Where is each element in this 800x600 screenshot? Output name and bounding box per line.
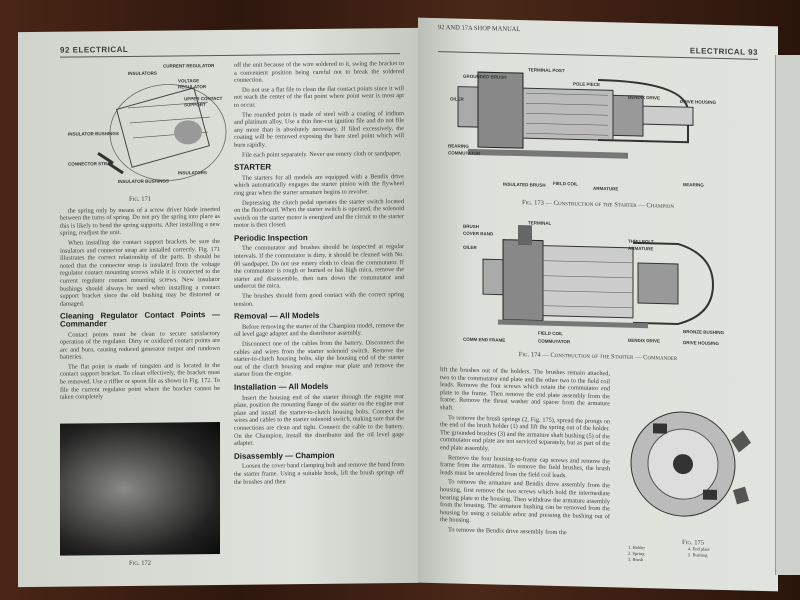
paragraph: To remove the brush springs (2, Fig. 175…	[440, 413, 610, 453]
fig-label: Connector Strap	[68, 161, 114, 167]
fig-label: Oiler	[450, 96, 464, 102]
fig-label: Cover Band	[463, 230, 494, 237]
fig-label: Bendix Drive	[628, 94, 661, 101]
legend-item: 5. Bushing	[688, 552, 708, 558]
fig-label: Insulated Brush	[503, 181, 546, 188]
paragraph: Contact points must be clean to secure s…	[60, 329, 220, 361]
fig-label: Current Regulator	[163, 63, 215, 69]
fig-label: Terminal Post	[528, 67, 565, 74]
fig-173-caption: Fig. 173 — Construction of the Starter —…	[521, 199, 675, 210]
section-heading: Periodic Inspection	[234, 232, 308, 243]
paragraph: lift the brushes out of the holders. The…	[440, 366, 610, 412]
fig-label: Insulators	[128, 70, 157, 76]
right-column: off the unit because of the wire soldere…	[234, 60, 404, 488]
paragraph: Insert the housing end of the starter th…	[234, 392, 404, 447]
section-heading: Cleaning Regulator Contact Points — Comm…	[60, 310, 220, 329]
page-edges	[775, 55, 800, 575]
fig-label: Voltage Regulator	[178, 78, 207, 89]
fig-label: Insulator Bushings	[118, 178, 169, 185]
paragraph: the spring only by means of a screw driv…	[60, 205, 220, 238]
fig-label: Insulator Bushings	[68, 131, 119, 137]
paragraph: The brushes should form good contact wit…	[234, 291, 404, 308]
fig-172-photo	[60, 421, 220, 556]
paragraph: Remove the four housing-to-frame cap scr…	[440, 453, 610, 479]
paragraph: The flat point is made of tungsten and i…	[60, 361, 220, 401]
paragraph: When installing the contact support brac…	[60, 237, 220, 308]
paragraph: off the unit because of the wire soldere…	[234, 60, 404, 85]
legend-item: 3. Brush	[628, 556, 644, 563]
left-page: 92 ELECTRICAL Insulators Current Regulat…	[18, 27, 418, 588]
fig-label: Oiler	[463, 244, 477, 251]
legend-item: 4. End plate	[688, 546, 710, 552]
fig-172-caption: Fig. 172	[129, 559, 151, 567]
fig-label: Pole Piece	[573, 81, 601, 88]
legend-item: 2. Spring	[628, 550, 645, 557]
fig-label: Armature	[593, 185, 619, 192]
paragraph: The rounded point is made of steel with …	[234, 109, 404, 149]
paragraph: Loosen the cover band clamping bolt and …	[234, 461, 404, 486]
paragraph: To remove the armature and Bendix drive …	[440, 478, 610, 525]
fig-label: Grounded Brush	[463, 73, 507, 80]
paragraph: To remove the Bendix drive assembly from…	[448, 526, 567, 537]
paragraph: Before removing the starter of the Champ…	[234, 321, 404, 339]
fig-label: Field Coil	[553, 180, 578, 187]
paragraph: The commutator and brushes should be ins…	[234, 243, 404, 291]
paragraph: Disconnect one of the cables from the ba…	[234, 339, 404, 379]
section-heading: Removal — All Models	[234, 311, 320, 322]
fig-label: Comm End Frame	[463, 336, 506, 343]
page-header: 92 ELECTRICAL	[60, 42, 400, 58]
fig-174-caption: Fig. 174 — Construction of the Starter —…	[518, 351, 678, 362]
section-heading: STARTER	[234, 162, 272, 172]
paragraph: File each point separately. Never use em…	[242, 149, 402, 159]
fig-label: Bendix Drive	[628, 337, 661, 344]
text-column: lift the brushes out of the holders. The…	[440, 366, 610, 540]
fig-175-brush-holder	[630, 411, 751, 517]
fig-171-regulator-diagram	[97, 84, 227, 181]
paragraph: The starters for all models are equipped…	[234, 172, 404, 197]
fig-label: Armature	[628, 245, 654, 252]
fig-label: Bronze Bushing	[683, 329, 725, 336]
fig-label: Bearing	[683, 182, 704, 188]
fig-173-starter-champion	[457, 71, 694, 159]
section-heading: Disassembly — Champion	[234, 450, 335, 461]
fig-label: Commutator	[538, 338, 571, 345]
paragraph: Depressing the clutch pedal operates the…	[234, 197, 404, 230]
paragraph: Do not use a flat file to clean the flat…	[234, 84, 404, 109]
fig-label: Field Coil	[538, 330, 563, 337]
running-header: 92 AND 17A SHOP MANUAL	[438, 24, 521, 34]
fig-label: Drive Housing	[683, 340, 720, 346]
fig-label: Thru Bolt	[628, 238, 654, 245]
section-heading: Installation — All Models	[234, 381, 329, 392]
fig-174-starter-commander	[482, 225, 715, 329]
fig-label: Brush	[463, 223, 480, 230]
legend-item: 1. Holder	[628, 544, 645, 551]
fig-label: Bearing	[448, 143, 469, 149]
fig-171-caption: Fig. 171	[129, 195, 151, 203]
fig-label: Terminal	[528, 220, 552, 226]
fig-label: Commutator	[448, 150, 481, 157]
fig-label: Drive Housing	[680, 99, 717, 105]
right-page: 92 AND 17A SHOP MANUAL ELECTRICAL 93 Gro…	[418, 17, 778, 592]
fig-label: Insulators	[178, 170, 207, 176]
fig-label: Upper Contact Support	[184, 95, 223, 107]
left-column: Fig. 171 the spring only by means of a s…	[60, 192, 220, 404]
